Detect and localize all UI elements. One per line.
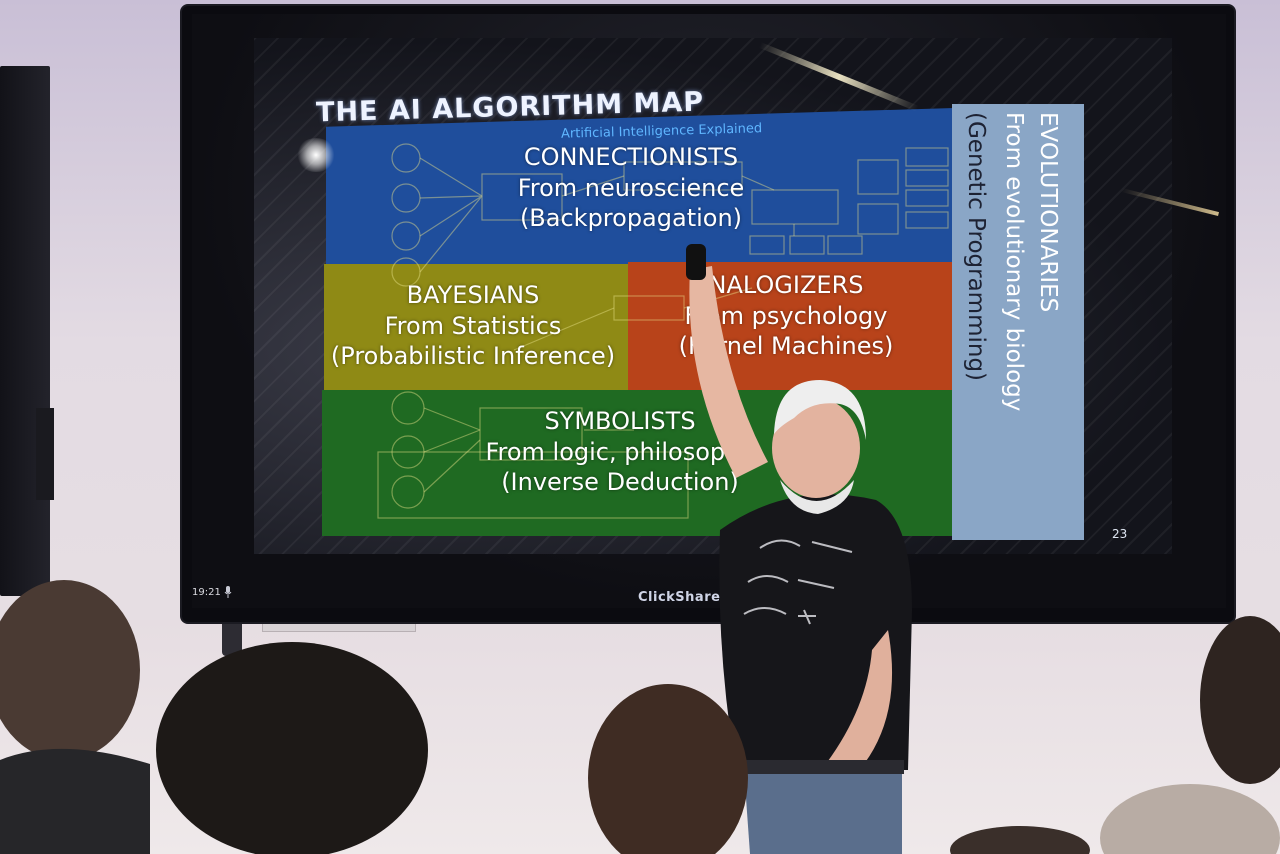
- audience-head: [156, 642, 428, 854]
- tribe-method: (Probabilistic Inference): [330, 342, 616, 371]
- evolutionaries-band: [952, 104, 1084, 540]
- presenter-head: [772, 398, 860, 498]
- presenter-arm: [808, 630, 893, 786]
- slide-page-number: 23: [1112, 527, 1128, 541]
- tribe-origin: From Statistics: [384, 311, 562, 340]
- audience-head: [950, 826, 1090, 854]
- audience-head: [1100, 784, 1280, 854]
- speaker-mount: [36, 408, 54, 500]
- presenter-beard: [780, 480, 854, 514]
- algorithm-diagram: [377, 143, 949, 519]
- presenter-raised-arm: [689, 266, 768, 478]
- tribe-name: SYMBOLISTS: [544, 407, 696, 435]
- presenter: [686, 244, 912, 854]
- presenter-hair: [774, 380, 866, 440]
- clickshare-logo: ClickShare: [638, 590, 721, 605]
- tribe-name: CONNECTIONISTS: [523, 143, 739, 171]
- clicker-remote: [686, 244, 706, 280]
- audience-head: [0, 580, 140, 760]
- light-spot: [296, 138, 336, 172]
- audience: [0, 580, 1280, 854]
- bayesians-label: BAYESIANS From Statistics (Probabilistic…: [320, 280, 626, 372]
- tribe-method: (Inverse Deduction): [501, 468, 739, 497]
- screen-clock: 19:21: [192, 587, 221, 598]
- analogizers-band: [628, 262, 954, 390]
- tribe-name: EVOLUTIONARIES: [1035, 112, 1061, 313]
- tribe-method: (Backpropagation): [519, 204, 743, 233]
- bayesians-band: [324, 264, 628, 390]
- tribe-method: (Genetic Programming): [963, 112, 989, 382]
- wall-speaker: [0, 66, 50, 596]
- microphone-icon: [224, 586, 232, 598]
- presenter-jeans: [744, 770, 902, 854]
- tribe-origin: From logic, philosophy: [485, 437, 755, 466]
- symbolists-label: SYMBOLISTS From logic, philosophy (Inver…: [470, 406, 770, 498]
- audience-head: [1200, 616, 1280, 784]
- audience-head: [588, 684, 748, 854]
- connectionists-label: CONNECTIONISTS From neuroscience (Backpr…: [486, 142, 776, 234]
- tribe-origin: From evolutionary biology: [1001, 112, 1027, 412]
- tribe-origin: From neuroscience: [517, 173, 745, 202]
- evolutionaries-label: EVOLUTIONARIES From evolutionary biology…: [952, 104, 1084, 540]
- tribe-name: NALOGIZERS: [708, 271, 864, 299]
- connectionists-band: [326, 108, 954, 264]
- tribe-name: BAYESIANS: [406, 281, 540, 309]
